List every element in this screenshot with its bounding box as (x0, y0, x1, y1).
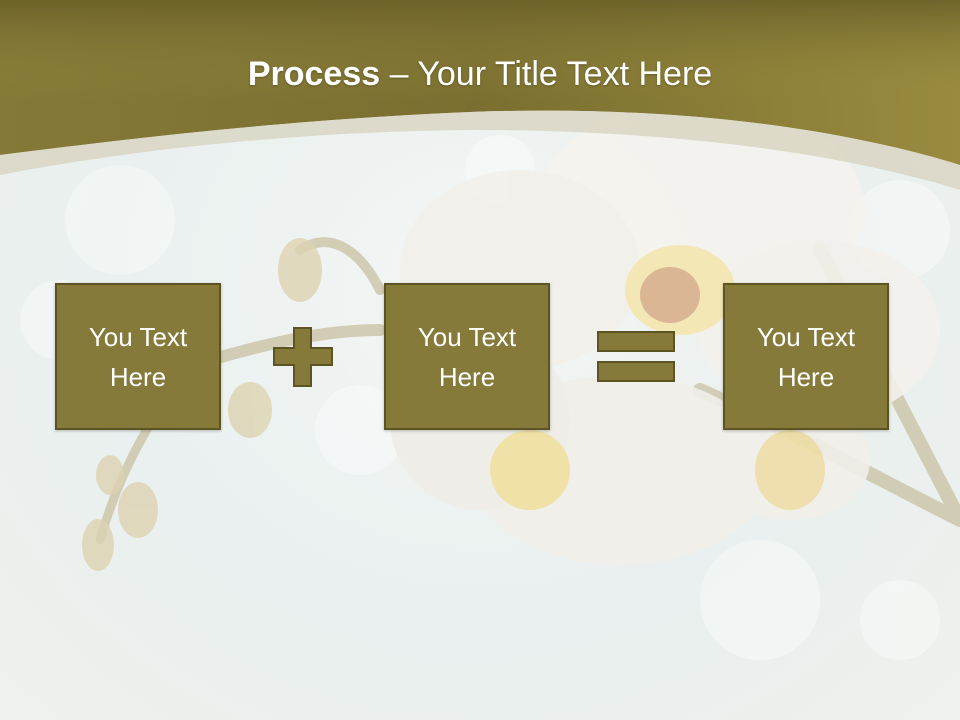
process-step-2[interactable]: You Text Here (384, 283, 550, 430)
process-step-1-label: You Text Here (88, 321, 188, 392)
equals-bottom-bar (597, 361, 675, 382)
slide-title: Process – Your Title Text Here (0, 52, 960, 96)
equals-top-bar (597, 331, 675, 352)
title-rest: – Your Title Text Here (380, 55, 713, 93)
plus-icon (273, 327, 333, 387)
process-step-3-label: You Text Here (756, 321, 856, 392)
plus-center-fill (275, 349, 331, 364)
process-step-3[interactable]: You Text Here (723, 283, 889, 430)
process-step-2-label: You Text Here (417, 321, 517, 392)
process-step-1[interactable]: You Text Here (55, 283, 221, 430)
equals-icon (597, 331, 675, 383)
title-strong: Process (247, 55, 381, 93)
